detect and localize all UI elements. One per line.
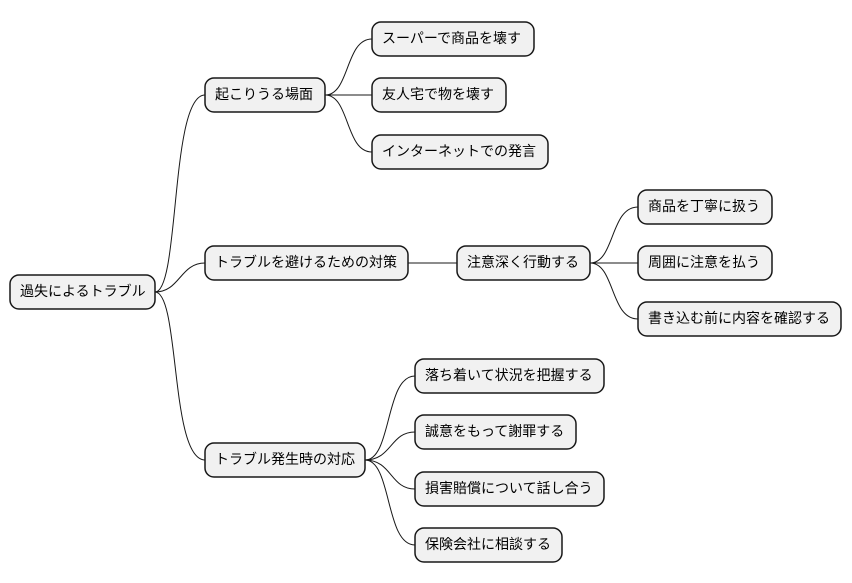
subbranch-label: 注意深く行動する — [467, 254, 579, 271]
leaf-node: 保険会社に相談する — [414, 527, 563, 563]
branch-node-prevention: トラブルを避けるための対策 — [204, 245, 409, 281]
leaf-label: 書き込む前に内容を確認する — [648, 310, 830, 327]
leaf-label: 落ち着いて状況を把握する — [425, 368, 593, 384]
branch-label: トラブル発生時の対応 — [215, 451, 355, 468]
leaf-label: 保険会社に相談する — [425, 537, 551, 553]
connector-lines — [154, 38, 639, 546]
leaf-label: 友人宅で物を壊す — [382, 87, 494, 103]
leaf-label: 周囲に注意を払う — [648, 254, 760, 271]
leaf-node: 誠意をもって謝罪する — [414, 414, 577, 450]
leaf-node: 周囲に注意を払う — [637, 245, 773, 281]
edge-response-4 — [364, 459, 416, 546]
leaf-node: 落ち着いて状況を把握する — [414, 358, 605, 394]
leaf-node: 商品を丁寧に扱う — [637, 189, 773, 225]
leaf-node: 書き込む前に内容を確認する — [637, 301, 842, 337]
leaf-node: スーパーで商品を壊す — [371, 21, 535, 57]
branch-node-scenes: 起こりうる場面 — [204, 77, 326, 113]
edge-root-scenes — [154, 94, 206, 293]
edge-root-prevention — [154, 262, 206, 293]
leaf-label: 誠意をもって謝罪する — [425, 423, 564, 440]
branch-label: 起こりうる場面 — [215, 87, 313, 103]
subbranch-node-careful: 注意深く行動する — [456, 245, 591, 281]
edge-root-response — [154, 291, 206, 461]
leaf-node: インターネットでの発言 — [371, 134, 549, 170]
leaf-label: 商品を丁寧に扱う — [648, 198, 760, 215]
root-node: 過失によるトラブル — [9, 274, 156, 310]
leaf-node: 損害賠償について話し合う — [414, 471, 605, 507]
edge-careful-1 — [589, 206, 639, 264]
branch-label: トラブルを避けるための対策 — [215, 254, 397, 271]
edge-scenes-1 — [324, 38, 373, 96]
leaf-label: スーパーで商品を壊す — [382, 31, 521, 47]
edge-response-2 — [364, 431, 416, 461]
edge-response-3 — [364, 459, 416, 490]
leaf-label: 損害賠償について話し合う — [425, 480, 593, 497]
branch-node-response: トラブル発生時の対応 — [204, 442, 366, 478]
edge-scenes-3 — [324, 94, 373, 153]
leaf-label: インターネットでの発言 — [382, 144, 536, 160]
edge-response-1 — [364, 375, 416, 461]
leaf-node: 友人宅で物を壊す — [371, 77, 507, 113]
edge-careful-3 — [589, 262, 639, 320]
root-label: 過失によるトラブル — [20, 283, 146, 300]
